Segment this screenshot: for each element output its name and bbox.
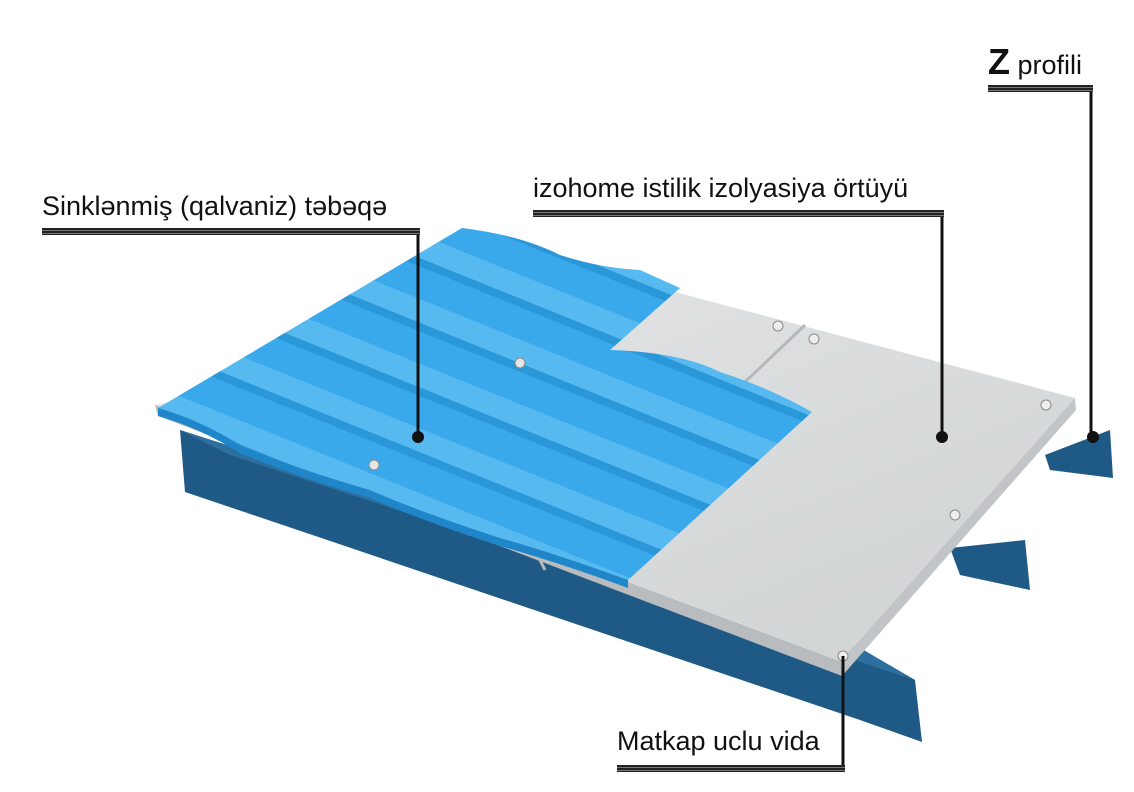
z-profile-word: profili <box>1017 50 1083 80</box>
leader-dot <box>936 431 948 443</box>
leader-dot <box>1087 431 1099 443</box>
underline-z-profile <box>988 85 1093 92</box>
galvanized-sheet-edge <box>158 408 628 588</box>
insulation-board-side <box>840 398 1076 676</box>
board-seam <box>538 559 547 571</box>
galvanized-sheet <box>158 228 812 588</box>
label-z-profile: Z profili <box>988 44 1082 80</box>
label-drill-screw: Matkap uclu vida <box>617 726 820 756</box>
z-profile-front <box>180 430 922 742</box>
z-profile-middle <box>950 540 1030 590</box>
leader-dot <box>412 431 424 443</box>
screw <box>808 333 820 345</box>
underline-drill-screw <box>617 765 845 772</box>
underline-galvanized-sheet <box>42 228 420 235</box>
z-profile-letter: Z <box>988 41 1010 82</box>
screw <box>772 320 784 332</box>
screw <box>368 459 380 471</box>
screw <box>514 357 526 369</box>
label-insulation-cover: izohome istilik izolyasiya örtüyü <box>533 173 909 203</box>
screw <box>1040 399 1052 411</box>
leader-lines <box>416 89 1093 770</box>
galvanized-sheet-surface <box>158 228 812 580</box>
z-profile-back <box>1045 430 1113 478</box>
leader-dots <box>412 431 1099 443</box>
board-seam <box>743 323 807 384</box>
label-galvanized-sheet: Sinklənmiş (qalvaniz) təbəqə <box>42 191 388 221</box>
underline-insulation-cover <box>533 210 944 217</box>
screw <box>949 509 961 521</box>
